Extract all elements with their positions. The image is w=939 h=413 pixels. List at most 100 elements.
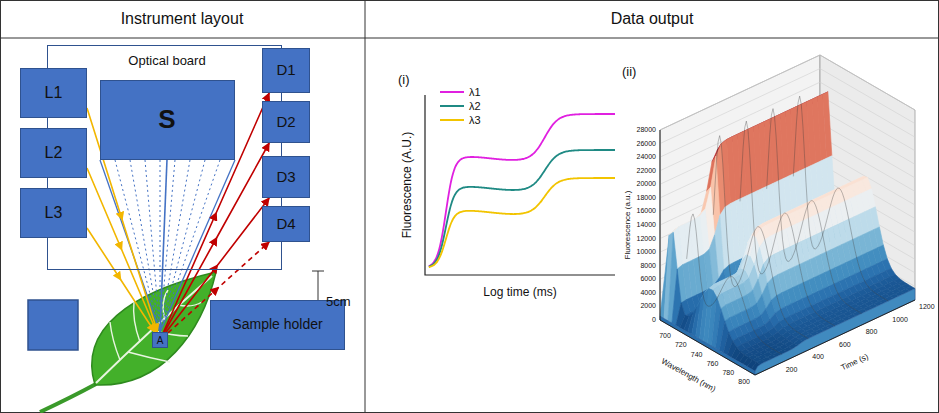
leaf-blade — [92, 272, 216, 385]
header-rule — [0, 38, 939, 39]
kinetics-curve — [429, 114, 615, 266]
legend-line — [440, 105, 464, 107]
axis-title: Fluorescence (a.u.) — [624, 191, 633, 260]
node-label: L3 — [45, 204, 63, 222]
node-label: D1 — [276, 62, 295, 79]
dimension-label: 5cm — [326, 295, 351, 309]
side-wall — [820, 55, 915, 300]
sample-holder: Sample holder — [210, 300, 345, 350]
tick-label: 12000 — [637, 235, 656, 243]
kinetics-curve — [429, 178, 615, 267]
node-label: D2 — [276, 114, 295, 131]
tick-label: 800 — [738, 378, 750, 386]
axis-title: Time (s) — [840, 352, 870, 372]
axis-title: Wavelength (nm) — [659, 357, 716, 394]
panel-divider — [365, 0, 366, 413]
node-label: S — [158, 105, 175, 134]
tick-label: 22000 — [637, 167, 656, 175]
light-arrow — [166, 198, 269, 332]
bracket-line — [318, 271, 319, 334]
light-source-box: L3 — [20, 188, 87, 238]
tick-label: 0 — [652, 316, 656, 324]
tick-label: 1200 — [919, 303, 935, 311]
tick-label: 8000 — [640, 262, 656, 270]
tick-label: 720 — [675, 341, 687, 349]
legend-line — [440, 119, 464, 121]
tick-label: 740 — [691, 351, 703, 359]
panel-number: (i) — [398, 73, 410, 87]
tick-label: 24000 — [637, 153, 656, 161]
node-label: Sample holder — [232, 317, 322, 332]
chart-axes — [425, 95, 615, 275]
panel-header: Instrument layout — [121, 10, 244, 28]
node-label: L1 — [45, 84, 63, 102]
tick-label: 18000 — [637, 194, 656, 202]
detector-box: D3 — [262, 156, 310, 198]
tick-label: 2000 — [640, 303, 656, 311]
board-title: Optical board — [100, 54, 235, 68]
light-ray — [160, 160, 175, 332]
panel-header: Data output — [611, 10, 694, 28]
light-arrow — [164, 143, 269, 332]
node-label: D4 — [276, 216, 295, 233]
surface-chart — [660, 55, 915, 375]
tick-label: 10000 — [637, 248, 656, 256]
legend-line — [440, 91, 464, 93]
axis-title: Log time (ms) — [483, 286, 556, 299]
surface-axes — [660, 130, 915, 375]
panel-number: (ii) — [622, 65, 636, 79]
sample-spot: A — [152, 332, 168, 348]
distance-bracket — [312, 271, 324, 334]
light-arrow — [87, 168, 157, 332]
mesh-line — [740, 121, 835, 326]
light-source-box: L2 — [20, 128, 87, 178]
tick-label: 400 — [812, 353, 824, 361]
detector-box: D1 — [262, 48, 310, 93]
node-label: D3 — [276, 169, 295, 186]
axis-title: Fluorescence (A.U.) — [401, 132, 414, 239]
tick-label: 16000 — [637, 208, 656, 216]
tick-label: 800 — [866, 328, 878, 336]
tick-label: 6000 — [640, 275, 656, 283]
tick-label: 1000 — [892, 316, 908, 324]
node-label: L2 — [45, 144, 63, 162]
node-label: A — [157, 335, 164, 346]
light-ray — [160, 160, 220, 332]
surface-side — [755, 289, 915, 375]
light-path — [160, 160, 167, 333]
bracket-tick — [312, 334, 324, 335]
light-arrow — [87, 108, 157, 332]
kinetics-curve — [429, 150, 615, 267]
tick-label: 20000 — [637, 180, 656, 188]
tick-label: 26000 — [637, 140, 656, 148]
detector-box: D4 — [262, 206, 310, 242]
wall-grid — [660, 109, 915, 184]
legend-label: λ3 — [469, 114, 481, 126]
tick-label: 760 — [707, 360, 719, 368]
detector-box: D2 — [262, 101, 310, 143]
tick-label: 4000 — [640, 289, 656, 297]
tick-label: 200 — [786, 366, 798, 374]
sample-holder-block — [28, 300, 78, 350]
mesh-line — [793, 96, 888, 301]
tick-label: 700 — [659, 332, 671, 340]
spectrometer-box: S — [100, 80, 235, 160]
light-arrow — [87, 228, 155, 332]
light-source-box: L1 — [20, 68, 87, 118]
tick-label: 600 — [839, 341, 851, 349]
light-arrow — [164, 93, 270, 332]
leaf-stem — [40, 384, 96, 412]
legend-label: λ1 — [469, 86, 481, 98]
mesh-line — [687, 214, 782, 354]
tick-label: 14000 — [637, 221, 656, 229]
optical-board: Optical boardS — [47, 45, 282, 270]
light-ray — [145, 160, 160, 332]
light-arrow — [168, 242, 269, 333]
tick-label: 780 — [722, 369, 734, 377]
